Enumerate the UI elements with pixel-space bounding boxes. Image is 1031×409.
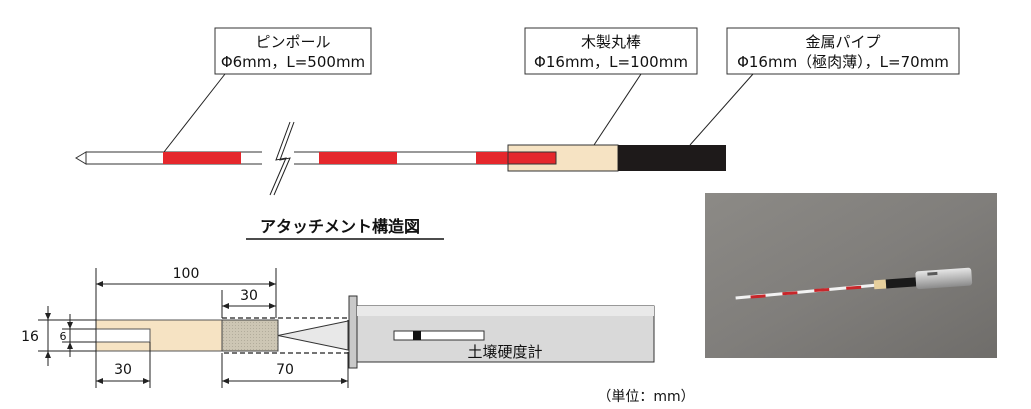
metal-pipe-name: 金属パイプ bbox=[805, 33, 880, 51]
meter-indicator bbox=[413, 331, 421, 340]
dim-total-wood: 100 bbox=[173, 266, 200, 282]
pole-illustration bbox=[75, 121, 726, 196]
callout-metal-pipe: 金属パイプ Φ16mm（極肉薄），L=70mm bbox=[726, 27, 960, 75]
leader-pin-pole bbox=[163, 73, 226, 153]
callout-pin-pole: ピンポール Φ6mm，L=500mm bbox=[214, 27, 372, 75]
wood-rod-section bbox=[95, 319, 223, 352]
pole-tip bbox=[75, 151, 87, 165]
break-line bbox=[269, 121, 291, 196]
leader-wood-rod bbox=[593, 73, 642, 146]
section-title: アタッチメント構造図 bbox=[260, 217, 420, 236]
dim-diameter: 16 bbox=[21, 329, 39, 345]
wood-overlap-section bbox=[221, 319, 279, 352]
attachment-structure: 土壌硬度計 bbox=[95, 295, 655, 369]
meter-gauge-slot bbox=[393, 330, 485, 341]
metal-pipe-outline bbox=[222, 317, 349, 354]
red-stripe bbox=[163, 152, 241, 164]
photo-attachment bbox=[705, 193, 997, 358]
cone-tip bbox=[277, 320, 349, 351]
callout-wood-rod: 木製丸棒 Φ16mm，L=100mm bbox=[524, 27, 698, 75]
dimensions bbox=[38, 268, 349, 388]
wood-rod-name: 木製丸棒 bbox=[581, 33, 641, 51]
pole-insert bbox=[507, 151, 557, 165]
meter-flange bbox=[348, 295, 358, 369]
meter-highlight bbox=[357, 306, 654, 316]
dim-slot-width: 6 bbox=[60, 330, 67, 343]
metal-pipe-spec: Φ16mm（極肉薄），L=70mm bbox=[737, 53, 949, 71]
dim-pipe-length: 70 bbox=[276, 362, 294, 378]
break-line bbox=[273, 121, 295, 196]
meter-label: 土壌硬度計 bbox=[467, 343, 542, 361]
break-gap bbox=[262, 148, 294, 170]
wood-rod-spec: Φ16mm，L=100mm bbox=[534, 53, 688, 71]
dim-overlap: 30 bbox=[240, 288, 258, 304]
pin-pole-name: ピンポール bbox=[255, 33, 330, 51]
pin-pole-spec: Φ6mm，L=500mm bbox=[221, 53, 365, 71]
dimension-arrows bbox=[45, 281, 348, 384]
leader-metal-pipe bbox=[689, 73, 754, 146]
unit-note: （単位：mm） bbox=[597, 389, 694, 405]
dim-slot-depth: 30 bbox=[114, 362, 132, 378]
red-stripe bbox=[319, 152, 397, 164]
metal-pipe bbox=[618, 145, 726, 171]
